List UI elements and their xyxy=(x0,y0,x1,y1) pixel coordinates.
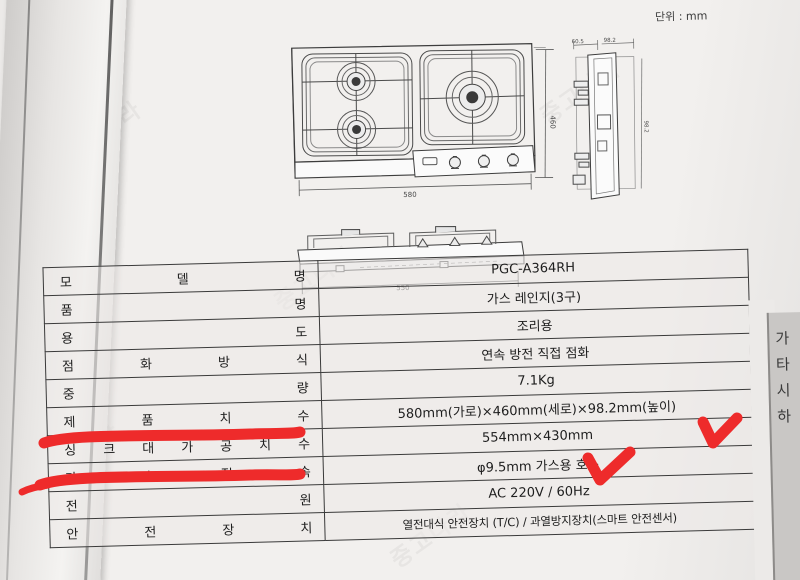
spec-label-char: 명 xyxy=(293,268,306,284)
spec-label-char: 크 xyxy=(103,441,116,457)
spec-label-char: 명 xyxy=(294,296,307,312)
spec-label-char: 공 xyxy=(219,438,233,454)
spec-label-char: 원 xyxy=(299,492,312,508)
spec-label-char: 중 xyxy=(62,386,75,402)
spec-label-char: 델 xyxy=(176,271,189,287)
spec-label-char: 전 xyxy=(144,524,157,540)
spec-label-char: 화 xyxy=(139,356,153,372)
spec-label-char: 점 xyxy=(61,358,75,374)
spec-label-char: 가 xyxy=(181,439,194,455)
spec-label-char: 제 xyxy=(63,414,76,430)
spec-label-char: 치 xyxy=(258,437,272,453)
spec-label-char: 방 xyxy=(217,354,231,370)
spec-label-char: 수 xyxy=(297,408,310,424)
spec-label-char: 품 xyxy=(60,302,73,318)
spec-label-char: 도 xyxy=(295,324,308,340)
spec-label-char: 대 xyxy=(142,440,155,456)
spec-label-char: 접 xyxy=(220,466,234,482)
spec-label-char: 량 xyxy=(296,380,309,396)
spec-label-char: 안 xyxy=(66,526,79,542)
spec-label-char: 식 xyxy=(295,352,309,368)
spec-label-char: 품 xyxy=(141,412,154,428)
spec-label-char: 장 xyxy=(222,522,235,538)
spec-label-char: 속 xyxy=(298,464,312,480)
dim-side-b: 98.2 xyxy=(604,38,616,44)
dim-top-depth: 460 xyxy=(548,115,556,128)
dim-top-width: 580 xyxy=(403,191,416,199)
unit-note: 단위 : mm xyxy=(654,9,708,24)
spec-label-char: 용 xyxy=(61,330,74,346)
spec-label-char: 가 xyxy=(64,470,78,486)
spec-label-char: 수 xyxy=(297,436,311,452)
dim-side-height: 98.2 xyxy=(643,120,649,132)
spec-label-char: 싱 xyxy=(64,442,77,458)
spec-label-char: 치 xyxy=(219,410,232,426)
spec-label-char: 전 xyxy=(65,498,78,514)
spec-label-char: 모 xyxy=(59,274,73,290)
dim-side-a: 60.5 xyxy=(572,39,585,45)
spec-label-char: 스 xyxy=(142,468,156,484)
spec-label-char: 치 xyxy=(300,520,313,536)
